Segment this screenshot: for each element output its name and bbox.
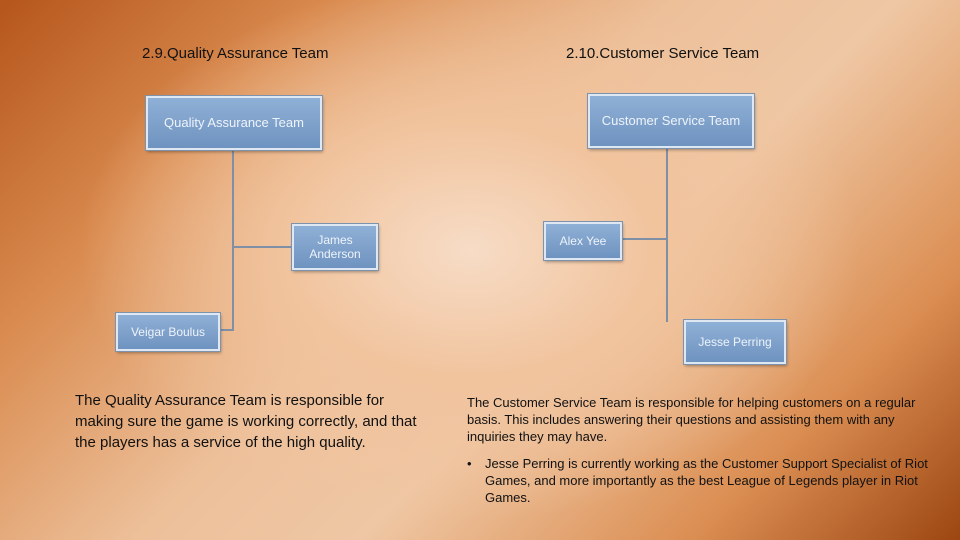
bullet-icon: • [467, 456, 472, 471]
qa-section-heading: 2.9.Quality Assurance Team [142, 45, 329, 62]
veigar-boulus-node: Veigar Boulus [116, 313, 220, 351]
qa-connector-to-james [232, 246, 292, 248]
qa-connector-vertical [232, 150, 234, 330]
qa-team-node-label: Quality Assurance Team [164, 115, 304, 130]
alex-yee-node: Alex Yee [544, 222, 622, 260]
cs-bullet-item: • Jesse Perring is currently working as … [467, 455, 937, 506]
qa-team-node: Quality Assurance Team [146, 96, 322, 150]
veigar-boulus-label: Veigar Boulus [130, 325, 206, 339]
cs-team-node-label: Customer Service Team [601, 113, 741, 128]
james-anderson-node: James Anderson [292, 224, 378, 270]
jesse-perring-node: Jesse Perring [684, 320, 786, 364]
cs-connector-vertical [666, 148, 668, 322]
qa-description: The Quality Assurance Team is responsibl… [75, 392, 417, 451]
alex-yee-label: Alex Yee [559, 234, 607, 248]
cs-section-heading: 2.10.Customer Service Team [566, 45, 760, 62]
james-anderson-label-line1: James [317, 233, 353, 247]
jesse-perring-label: Jesse Perring [698, 335, 772, 349]
cs-connector-to-alex [620, 238, 668, 240]
cs-bullet-text: Jesse Perring is currently working as th… [485, 456, 928, 505]
cs-team-node: Customer Service Team [588, 94, 754, 148]
qa-connector-to-veigar [218, 329, 234, 331]
james-anderson-label-line2: Anderson [309, 247, 361, 261]
cs-description: The Customer Service Team is responsible… [467, 395, 916, 444]
